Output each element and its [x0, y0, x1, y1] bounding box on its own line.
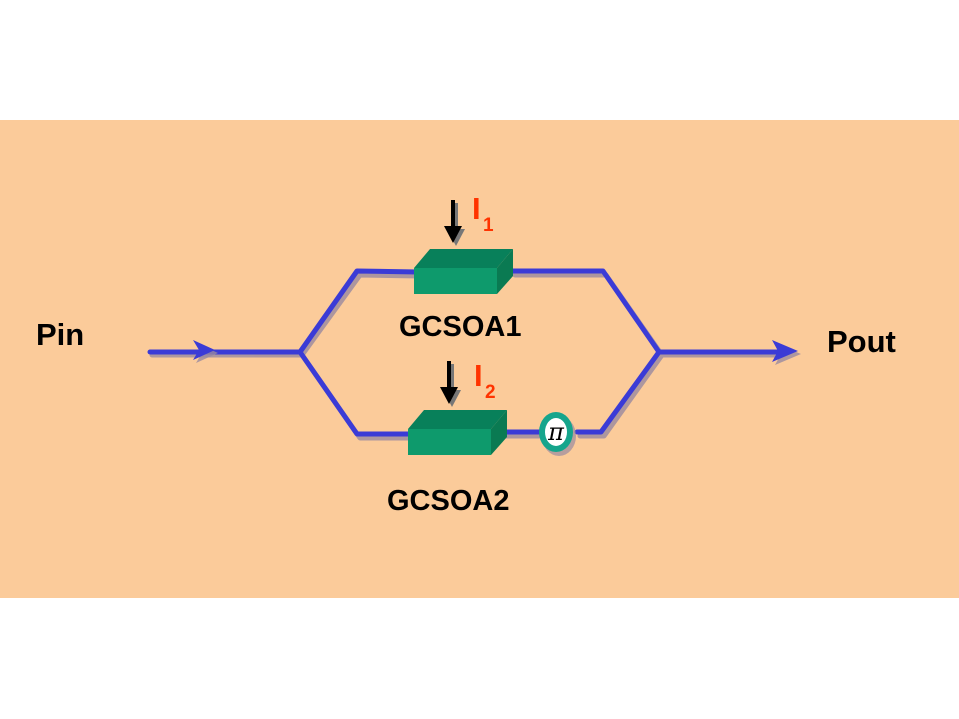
gcsoa2-block [408, 410, 507, 455]
down-arrow-icon [440, 361, 461, 407]
upper-arm-left [297, 268, 421, 355]
current2-label: I [474, 358, 483, 393]
upper-arm-right [509, 268, 662, 355]
pi-phase-shifter-icon: π [539, 412, 576, 456]
lower-arm-left [297, 349, 415, 437]
input-label: Pin [36, 317, 84, 352]
phase-shifter-label: π [547, 418, 565, 446]
gcsoa2-label: GCSOA2 [387, 485, 509, 517]
gcsoa1-block [414, 249, 513, 294]
current2-subscript: 2 [485, 382, 496, 403]
current1-label: I [472, 191, 481, 226]
input-arrowhead [193, 340, 218, 363]
output-arrowhead [772, 340, 801, 365]
gcsoa1-label: GCSOA1 [399, 311, 521, 343]
waveguides [147, 268, 781, 437]
lower-arm-right [574, 349, 662, 435]
background-panel [0, 120, 959, 598]
output-label: Pout [827, 324, 896, 359]
current1-subscript: 1 [483, 215, 494, 236]
down-arrow-icon [444, 200, 465, 246]
